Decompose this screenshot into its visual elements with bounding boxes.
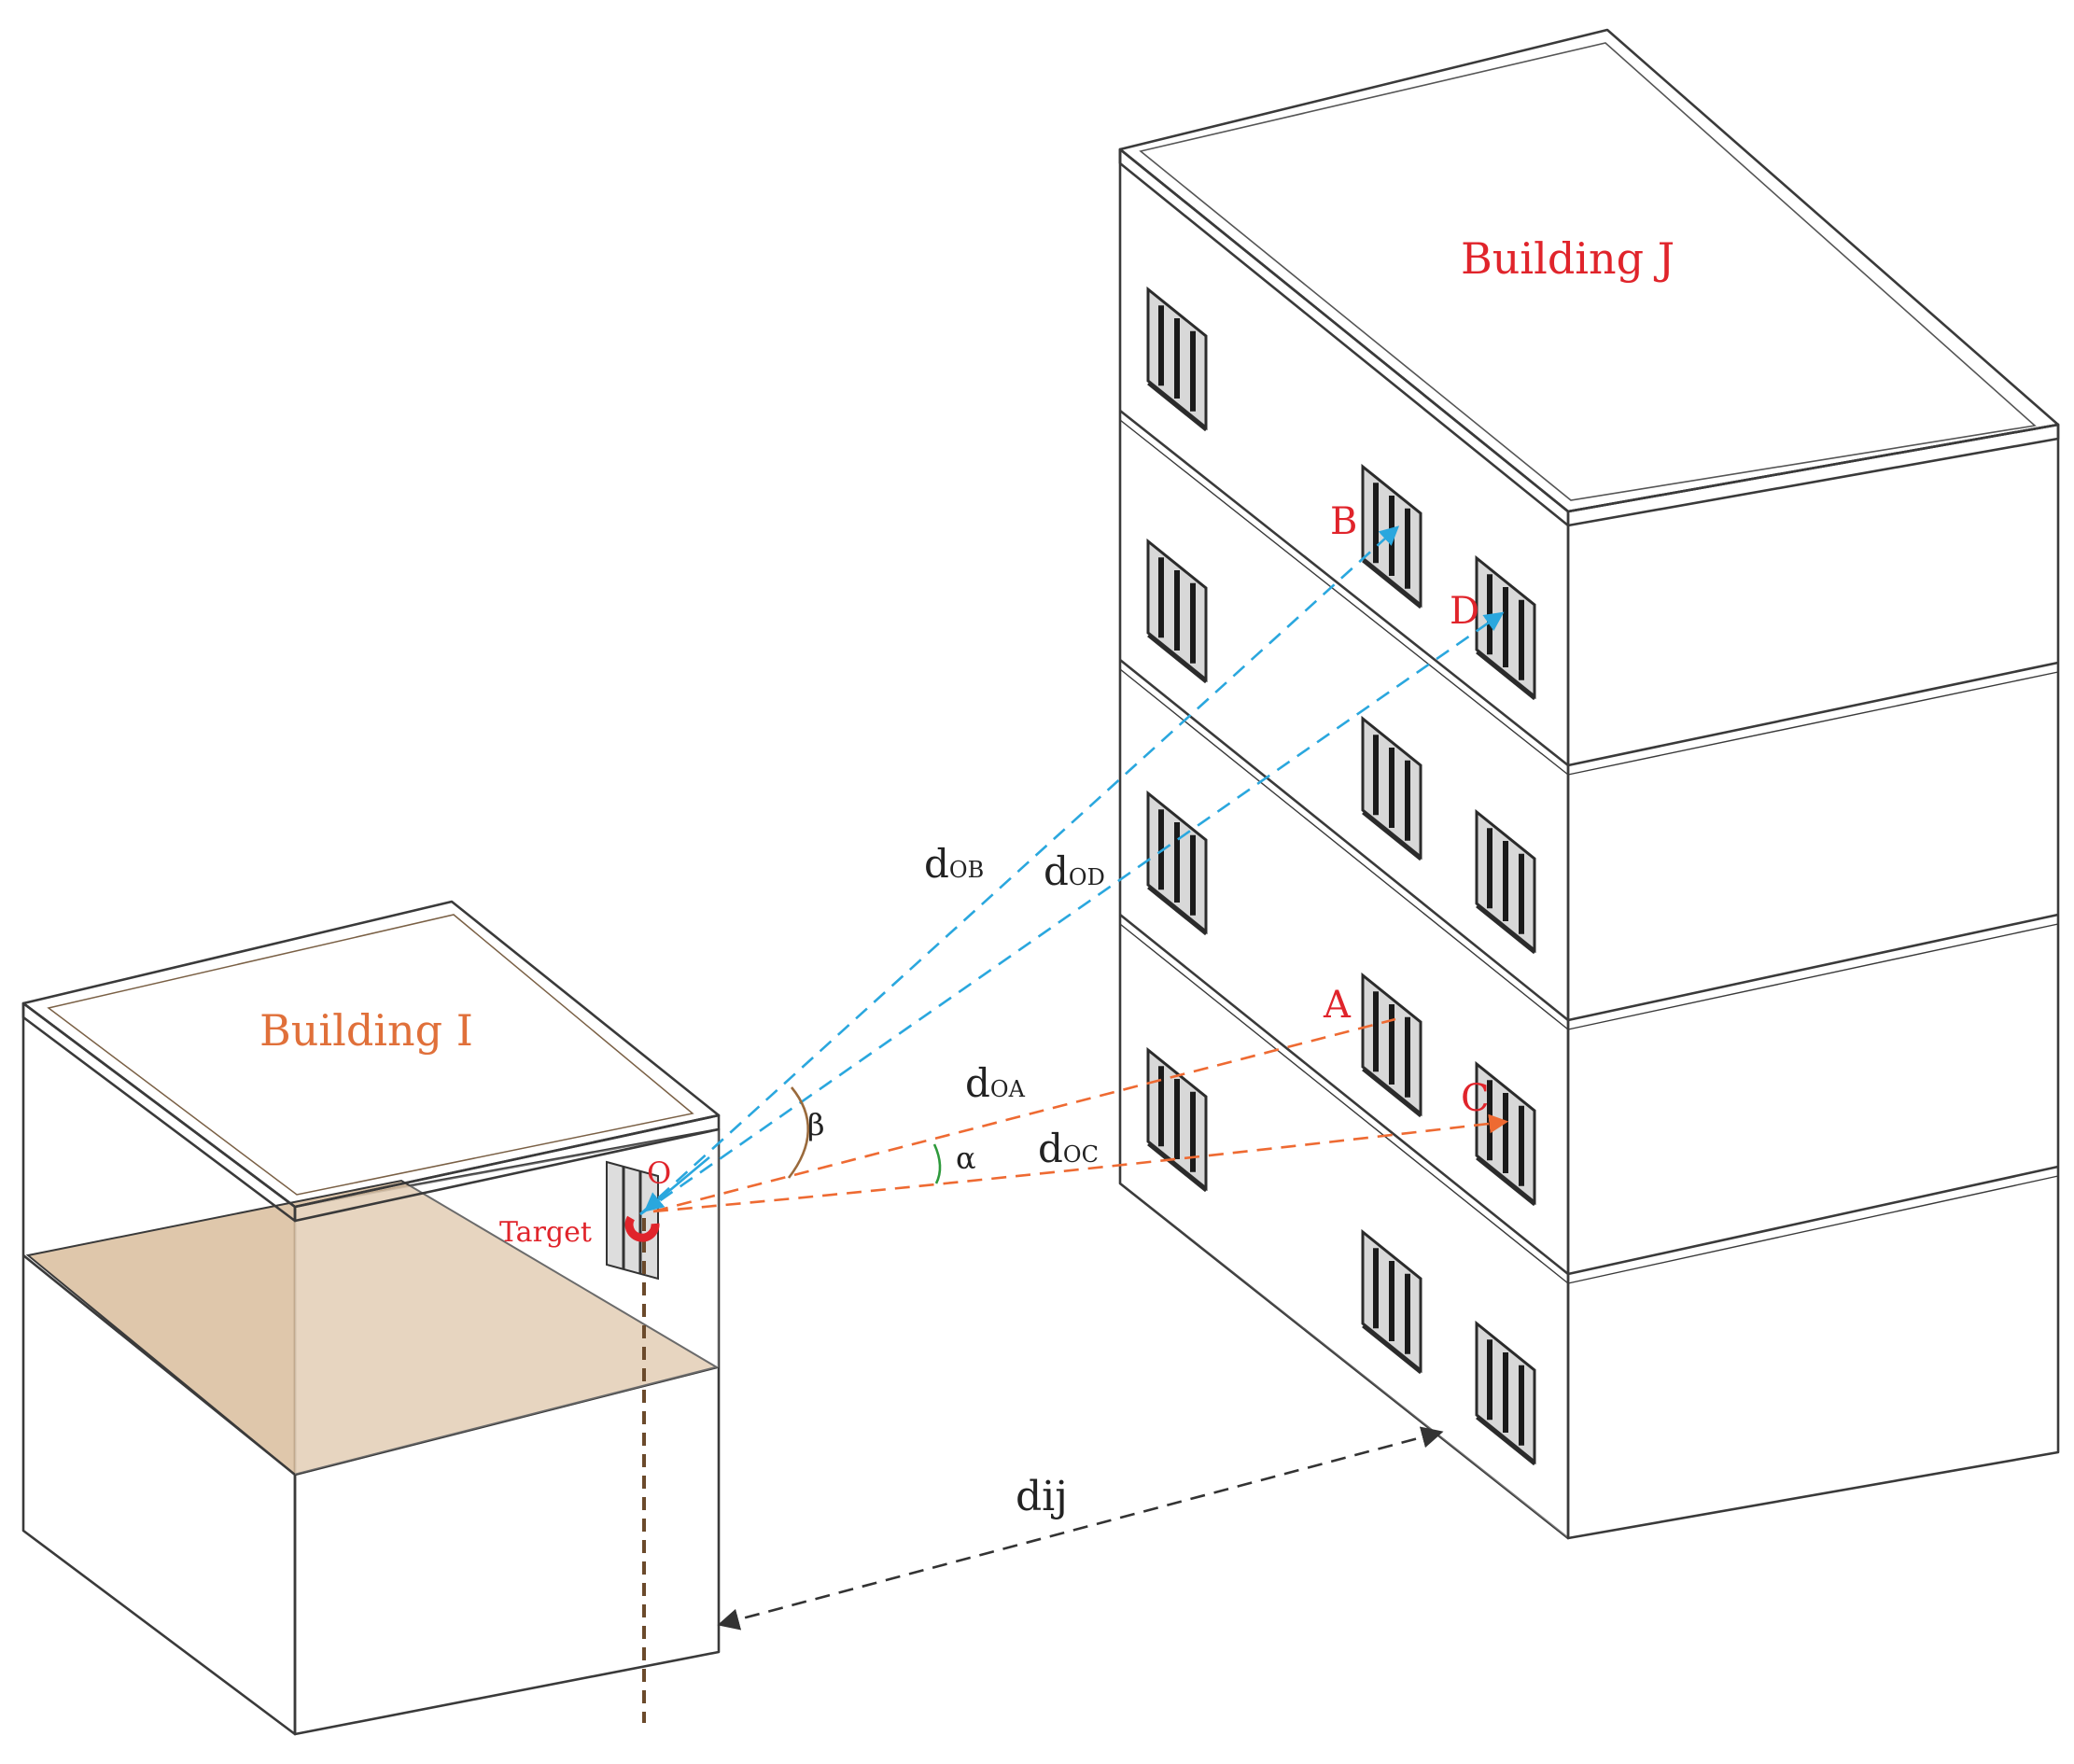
alpha-label: α	[956, 1141, 976, 1176]
building-i-right-facade	[293, 1127, 721, 1736]
target-marker	[624, 1215, 660, 1242]
building-j-floor-lines	[1119, 409, 2059, 1284]
d-oa-label: dOA	[965, 1060, 1026, 1106]
building-j-window	[1146, 538, 1208, 684]
building-j-label: Building J	[1461, 233, 1675, 284]
d-ob-label: dOB	[924, 841, 984, 887]
ray-oa	[652, 1017, 1396, 1213]
dij-label: dij	[1016, 1473, 1068, 1520]
building-j-window	[1475, 1320, 1536, 1466]
sight-lines	[639, 525, 1509, 1216]
building-j-window	[1361, 1228, 1422, 1375]
building-j-window	[1146, 286, 1208, 432]
building-j-windows	[1146, 286, 1536, 1466]
beta-arc	[787, 1086, 810, 1179]
ray-ob	[639, 525, 1400, 1215]
ray-oc	[652, 1113, 1509, 1213]
building-j-right-facade	[1566, 423, 2060, 1540]
dij-dimension-line	[717, 1426, 1444, 1631]
origin-label: O	[647, 1155, 671, 1191]
beta-label: β	[807, 1107, 825, 1142]
building-j-window	[1475, 554, 1536, 701]
point-a-label: A	[1323, 984, 1352, 1027]
point-c-label: C	[1461, 1077, 1490, 1120]
building-i-label: Building I	[259, 1005, 473, 1056]
point-d-label: D	[1450, 590, 1479, 633]
d-od-label: dOD	[1044, 848, 1105, 894]
target-label: Target	[499, 1216, 592, 1249]
point-b-label: B	[1330, 500, 1357, 543]
d-oc-label: dOC	[1038, 1126, 1099, 1171]
building-j-window	[1361, 715, 1422, 861]
building-i	[21, 900, 721, 1736]
building-j	[1118, 28, 2060, 1540]
alpha-arc	[932, 1143, 942, 1184]
building-j-window	[1475, 808, 1536, 955]
building-j-window	[1361, 972, 1422, 1118]
building-j-window	[1146, 1046, 1208, 1193]
ray-od	[639, 611, 1505, 1216]
